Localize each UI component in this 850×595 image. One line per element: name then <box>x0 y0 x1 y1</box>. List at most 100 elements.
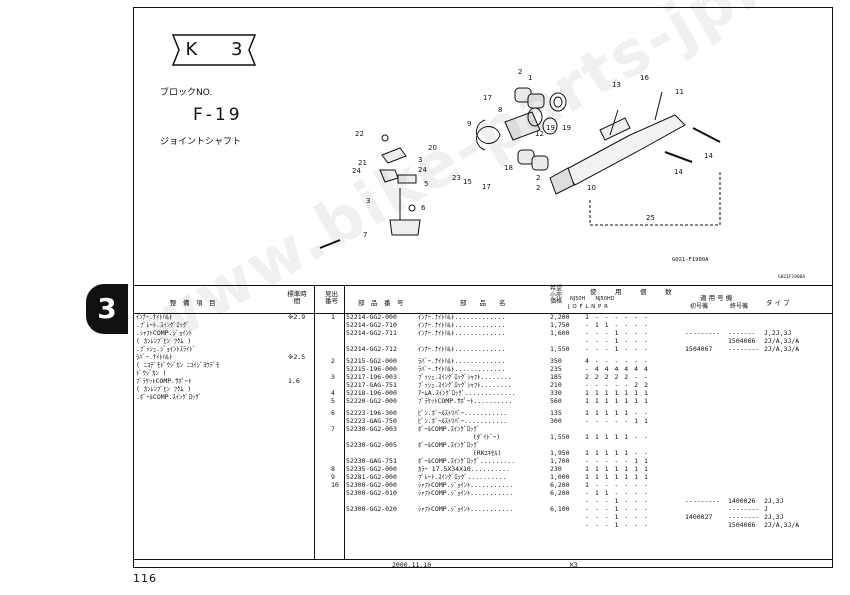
row-type: 2J,3J <box>764 513 784 521</box>
callout-6: 6 <box>421 204 426 212</box>
row-type: J,2J,3J <box>764 329 792 337</box>
row-quantities: - - - 1 - - - <box>585 345 649 353</box>
row-quantities: - - - 1 - - - <box>585 505 649 513</box>
row-price: 1,950 <box>550 449 570 457</box>
block-code-box: K 3 <box>171 33 257 67</box>
row-part-name: ﾎﾞｰﾙCOMP.ｽｲﾝｸﾞﾛｯｸﾞ <box>418 441 480 449</box>
row-part-name: ｼｬﾌﾄCOMP.ｼﾞｮｲﾝﾄ........... <box>418 489 514 497</box>
callout-17a: 17 <box>483 94 492 102</box>
row-part-no: 52235-GG2-000 <box>346 465 397 473</box>
callout-19a: 19 <box>562 124 571 132</box>
row-ref: 8 <box>331 465 335 473</box>
row-quantities: - 1 1 - - - - <box>585 489 649 497</box>
row-part-name: ﾌﾟﾚｰﾄ.ｽｲﾝｸﾞﾛｯｸﾞ.......... <box>418 473 507 481</box>
header-price: 希望小売価格 <box>550 285 563 305</box>
row-price: 135 <box>550 409 562 417</box>
row-price: 6,200 <box>550 481 570 489</box>
row-part-no: 52230-GG2-003 <box>346 425 397 433</box>
header-last-no: 終号機 <box>730 303 749 310</box>
row-part-name: (RKｴｷｾﾙ) <box>418 449 502 457</box>
row-quantities: 1 1 1 1 1 1 1 <box>585 465 649 473</box>
maintenance-item: ( ﾆｺﾃﾞﾓﾄﾞｳｼﾞｶﾝ ﾆｺｲｼﾞﾖｳﾃﾞﾓ <box>136 361 220 369</box>
callout-23: 23 <box>452 174 461 182</box>
row-ref: 6 <box>331 409 335 417</box>
row-part-no: 52214-GG2-712 <box>346 345 397 353</box>
row-part-no: 52214-GG2-000 <box>346 313 397 321</box>
block-code-outline <box>171 34 257 66</box>
row-price: 560 <box>550 397 562 405</box>
diagram-code: G021-F1900A <box>672 257 709 263</box>
row-part-no: 52230-GG2-005 <box>346 441 397 449</box>
row-quantities: 1 1 1 1 1 - - <box>585 449 649 457</box>
row-price: 1,600 <box>550 329 570 337</box>
row-quantities: - 4 4 4 4 4 4 <box>585 365 649 373</box>
maintenance-item: .ｼｬﾌﾄCOMP.ｼﾞｮｲﾝﾄ <box>136 329 192 337</box>
callout-18: 18 <box>504 164 513 172</box>
header-part-no: 部 品 番 号 <box>358 299 404 307</box>
callout-14a: 14 <box>704 152 713 160</box>
row-part-no: 52217-GAG-751 <box>346 381 397 389</box>
row-last-no: 1504066 <box>728 337 756 345</box>
row-price: 1,000 <box>550 473 570 481</box>
maintenance-item: .ﾎﾞｰﾙCOMP.ｽｲﾝｸﾞﾛｯｸﾞ <box>136 393 202 401</box>
callout-19b: 19 <box>546 124 555 132</box>
row-first-no: --------- <box>685 329 721 337</box>
row-part-name: ｼｬﾌﾄCOMP.ｼﾞｮｲﾝﾄ........... <box>418 481 514 489</box>
row-part-no: 52300-GG2-010 <box>346 489 397 497</box>
row-part-name: ｲﾝﾅｰ.ﾅｲﾄﾊﾙﾄ............. <box>418 313 506 321</box>
row-part-name: ｼｬﾌﾄCOMP.ｼﾞｮｲﾝﾄ........... <box>418 505 514 513</box>
callout-5: 5 <box>424 180 428 188</box>
callout-2c: 2 <box>536 184 540 192</box>
row-price: 1,550 <box>550 345 570 353</box>
row-part-name: ｲﾝﾅｰ.ﾅｲﾄﾊﾙﾄ............. <box>418 345 506 353</box>
callout-labels: 2 13 16 11 17 9 8 1 19 19 12 22 20 21 3 … <box>352 68 713 239</box>
row-quantities: 1 - - - - - - <box>585 481 649 489</box>
row-quantities: 1 1 1 1 1 1 1 <box>585 397 649 405</box>
maintenance-item: ( ｶﾝﾚﾝﾌﾞﾋﾝ ﾌｸﾑ ) <box>136 337 192 345</box>
callout-24b: 24 <box>418 166 427 174</box>
row-price: 330 <box>550 389 562 397</box>
row-part-no: 52215-196-000 <box>346 365 397 373</box>
row-quantities: 2 2 2 2 2 - - <box>585 373 649 381</box>
header-std-time: 標準時間 <box>287 290 307 305</box>
maintenance-time: ※2.5 <box>288 353 306 361</box>
row-part-no: 52230-GAG-751 <box>346 457 397 465</box>
maintenance-item: ( ｶﾝﾚﾝﾌﾞﾋﾝ ﾌｸﾑ ) <box>136 385 192 393</box>
header-part-name: 部 品 名 <box>460 299 506 307</box>
callout-14b: 14 <box>674 168 683 176</box>
row-part-no: 52300-GG2-000 <box>346 481 397 489</box>
row-part-name: ｲﾝﾅｰ.ﾅｲﾄﾊﾙﾄ............. <box>418 321 506 329</box>
callout-3a: 3 <box>418 156 422 164</box>
row-first-no: --------- <box>685 497 721 505</box>
row-part-name: ﾋﾟﾝ.ﾎﾞｰﾙｽﾄﾂﾊﾟｰ........... <box>418 417 508 425</box>
header-ref-no: 見出番号 <box>325 290 338 305</box>
page-frame <box>133 7 833 568</box>
callout-13: 13 <box>612 81 621 89</box>
footer-date: 2000.11.10 <box>392 561 432 569</box>
callout-25: 25 <box>646 214 655 222</box>
callout-21: 21 <box>358 159 367 167</box>
row-part-no: 52281-GG2-000 <box>346 473 397 481</box>
header-applicable: 適 用 号 機 <box>700 294 733 302</box>
block-no: F-19 <box>193 105 243 125</box>
row-first-no: 1504067 <box>685 345 713 353</box>
row-last-no: -------- <box>728 345 760 353</box>
column-divider-ref <box>344 285 345 559</box>
part-name-title: ジョイントシャフト <box>160 137 242 147</box>
row-price: 235 <box>550 365 562 373</box>
row-last-no: 1400026 <box>728 497 756 505</box>
row-quantities: 1 1 1 1 1 - - <box>585 409 649 417</box>
callout-12: 12 <box>535 130 544 138</box>
footer-block: K3 <box>570 561 578 569</box>
row-type: J <box>764 505 768 513</box>
row-quantities: - - - - - 2 2 <box>585 381 649 389</box>
row-type: 2J/A,3J/A <box>764 337 800 345</box>
row-price: 1,550 <box>550 433 570 441</box>
row-ref: 2 <box>331 357 335 365</box>
row-part-name: ﾎﾞｰﾙCOMP.ｽｲﾝｸﾞﾛｯｸﾞ......... <box>418 457 516 465</box>
header-top-divider <box>134 285 832 286</box>
row-quantities: - - - - - 1 1 <box>585 417 649 425</box>
row-ref: 3 <box>331 373 335 381</box>
row-part-name: ﾌﾞｯｼｭ.ｽｲﾝｸﾞﾛｯｸﾞｼｬﾌﾄ........ <box>418 373 512 381</box>
row-ref: 5 <box>331 397 335 405</box>
